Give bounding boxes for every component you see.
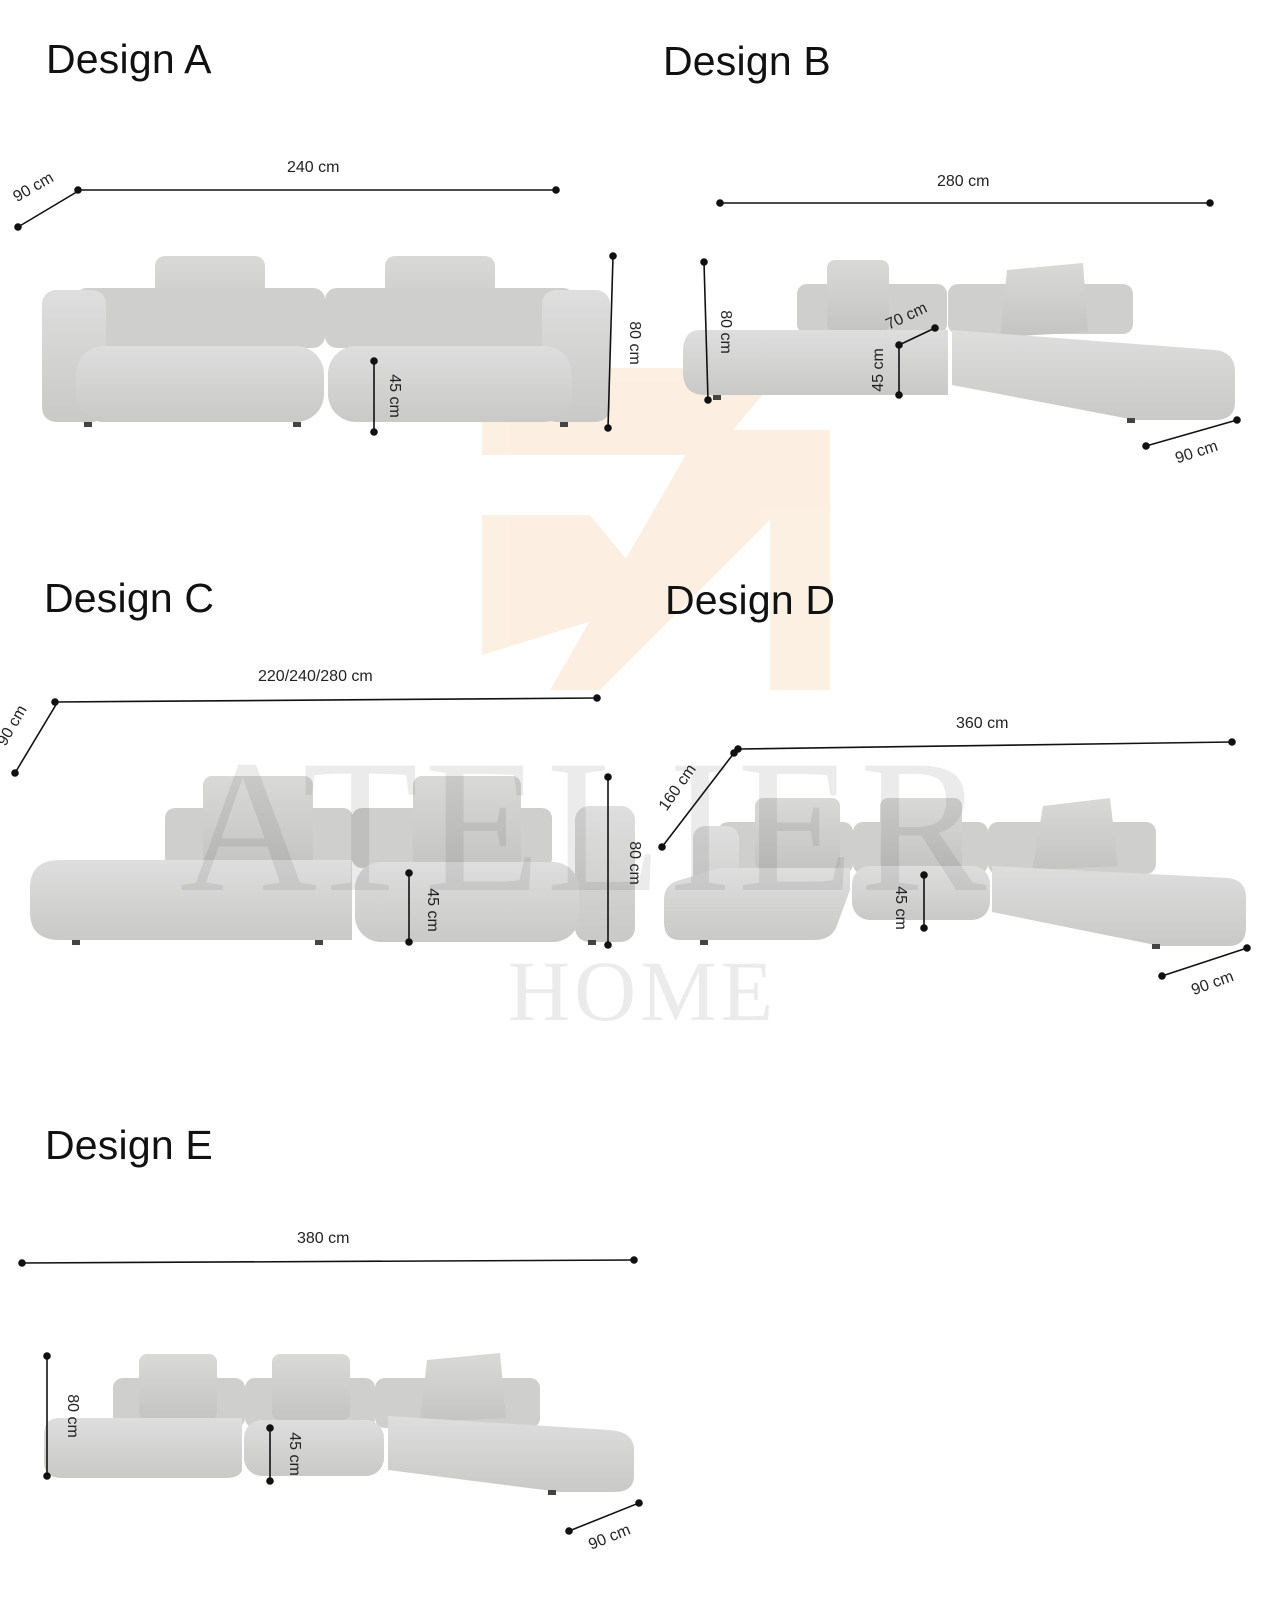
design-e-title: Design E xyxy=(45,1122,213,1168)
design-b-height-label: 80 cm xyxy=(716,310,734,354)
design-d-width-label: 360 cm xyxy=(956,715,1009,732)
design-a-dimension-lines xyxy=(14,186,617,436)
design-e-height-label: 80 cm xyxy=(63,1394,81,1438)
design-c-sofa xyxy=(30,776,635,945)
watermark-subtitle: HOME xyxy=(508,943,778,1039)
design-a-title: Design A xyxy=(46,36,212,82)
design-c-title: Design C xyxy=(44,575,215,621)
design-e-dimension-lines xyxy=(18,1256,643,1535)
design-a-width-label: 240 cm xyxy=(287,159,340,176)
design-e-sofa xyxy=(44,1353,634,1495)
design-b-title: Design B xyxy=(663,38,831,84)
design-b-width-label: 280 cm xyxy=(937,173,990,190)
design-a-sofa xyxy=(42,256,610,427)
design-d-title: Design D xyxy=(665,577,836,623)
design-b-seat-label: 45 cm xyxy=(869,348,887,392)
design-c-width-label: 220/240/280 cm xyxy=(258,668,373,685)
design-c-seat-label: 45 cm xyxy=(423,888,441,932)
design-d-sofa xyxy=(664,798,1246,949)
design-e-width-label: 380 cm xyxy=(297,1230,350,1247)
design-e-seat-label: 45 cm xyxy=(285,1432,303,1476)
watermark-brand: ATELIER xyxy=(180,722,993,932)
design-d-seat-label: 45 cm xyxy=(891,886,909,930)
design-d-dimension-lines xyxy=(658,738,1251,980)
design-b-dimension-lines xyxy=(700,199,1241,450)
design-c-height-label: 80 cm xyxy=(625,841,643,885)
design-c-dimension-lines xyxy=(11,694,612,949)
design-a-seat-label: 45 cm xyxy=(385,374,403,418)
design-a-height-label: 80 cm xyxy=(625,321,643,365)
design-b-sofa xyxy=(683,260,1235,423)
